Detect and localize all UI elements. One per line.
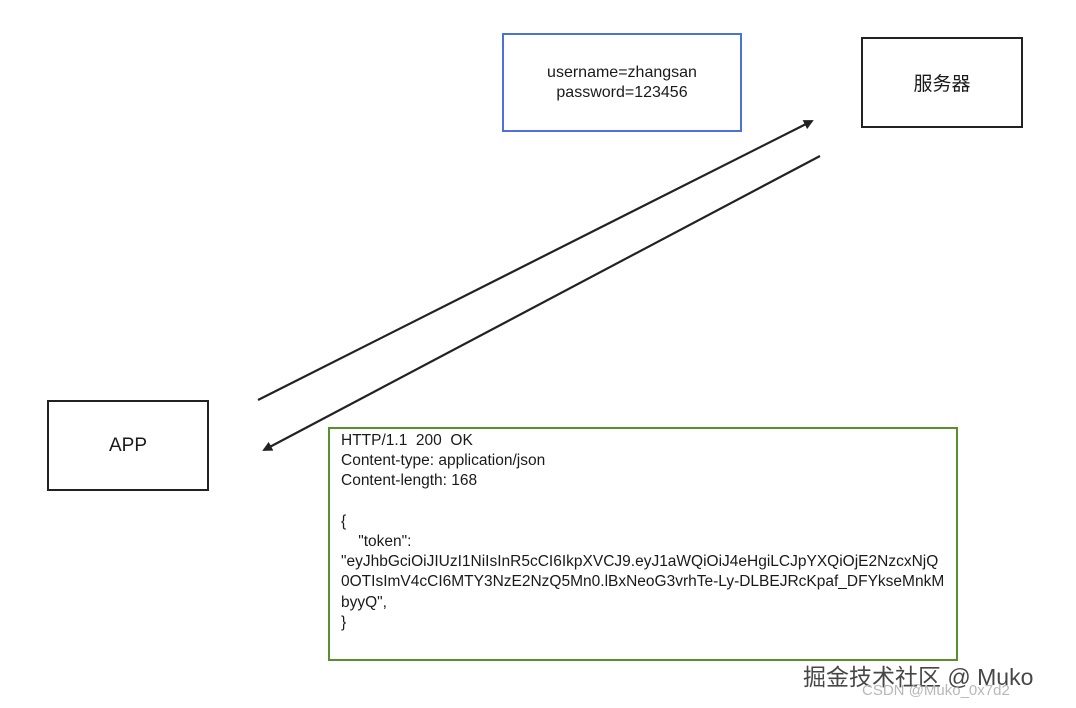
response-status-line: HTTP/1.1 200 OK [341, 432, 473, 449]
request-arrow [257, 120, 814, 401]
app-label: APP [108, 434, 148, 456]
request-password: password=123456 [556, 83, 688, 101]
response-blank-line [341, 492, 946, 512]
response-content-length: Content-length: 168 [341, 472, 478, 490]
request-username: username=zhangsan [547, 63, 697, 81]
watermark-csdn: CSDN @Muko_0x7d2 [862, 682, 1010, 699]
response-token-value: "eyJhbGciOiJIUzI1NiIsInR5cCI6IkpXVCJ9.ey… [341, 553, 945, 611]
request-payload-box: username=zhangsan password=123456 [502, 33, 742, 132]
server-node: 服务器 [861, 37, 1023, 128]
response-brace-open: { [341, 512, 347, 530]
server-label: 服务器 [913, 74, 971, 95]
response-brace-close: } [341, 613, 347, 631]
watermark-juejin: 掘金技术社区 @ Muko [803, 664, 1034, 690]
response-token-key: "token": [341, 533, 412, 550]
response-payload-box: HTTP/1.1 200 OK Content-type: applicatio… [328, 427, 958, 661]
response-content-type: Content-type: application/json [341, 452, 546, 470]
response-arrow [262, 155, 821, 451]
app-node: APP [47, 400, 209, 491]
